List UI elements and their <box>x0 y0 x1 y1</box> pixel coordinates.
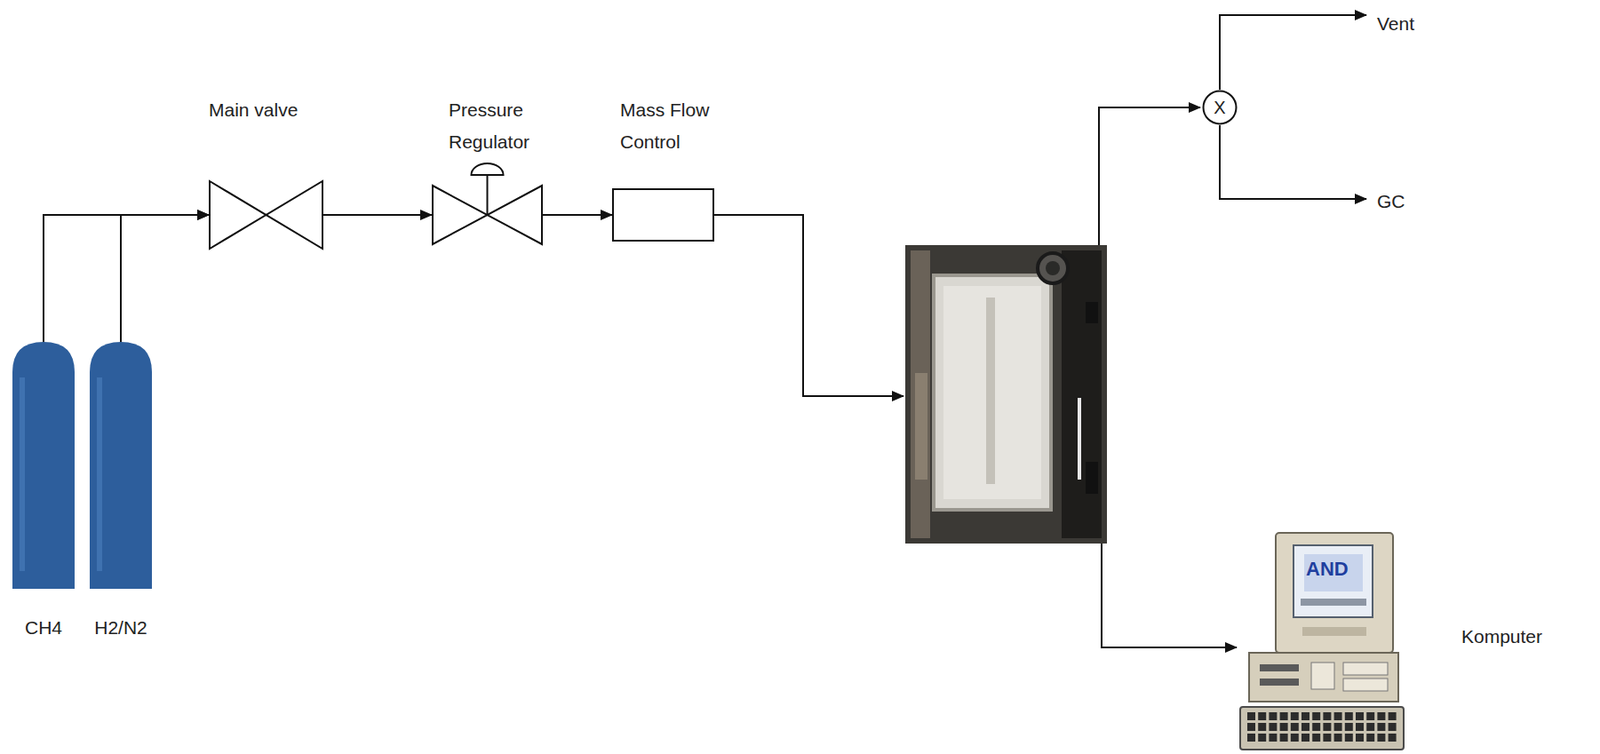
pipe-connector <box>323 214 432 216</box>
regulator-symbol-outline <box>431 161 543 246</box>
pipe-connector <box>542 214 613 216</box>
screen-logo: AND <box>1305 557 1349 582</box>
gas-cylinder: H2/N2 <box>89 342 152 590</box>
outlet-label: GC <box>1377 190 1406 214</box>
pipe-connector <box>120 214 209 343</box>
component-label: Main valve <box>208 94 369 127</box>
valve-symbol: Main valve <box>208 180 324 250</box>
pipe-connector <box>43 214 209 343</box>
mass-flow-box-outline <box>612 188 715 242</box>
component-label: Mass Flow Control <box>620 94 736 159</box>
component-label: Pressure Regulator <box>448 94 565 159</box>
feed-line <box>714 214 904 397</box>
component-label: Komputer <box>1461 625 1543 649</box>
mass-flow-box: Mass Flow Control <box>612 188 715 242</box>
component-label: X <box>1201 89 1238 126</box>
gas-cylinder-outline <box>89 342 152 590</box>
gas-cylinder-outline <box>12 342 75 590</box>
component-label: H2/N2 <box>94 616 148 640</box>
gc-line <box>1219 125 1367 200</box>
outlet-label: Vent <box>1377 12 1415 36</box>
regulator-symbol: Pressure Regulator <box>431 161 543 246</box>
valve-symbol-outline <box>208 180 324 250</box>
gas-cylinder: CH4 <box>12 342 75 590</box>
vent-line <box>1219 15 1367 90</box>
component-label: CH4 <box>24 616 63 640</box>
signal-line <box>1101 543 1237 648</box>
switch-valve: X <box>1201 89 1238 126</box>
outlet-line <box>1098 107 1201 246</box>
